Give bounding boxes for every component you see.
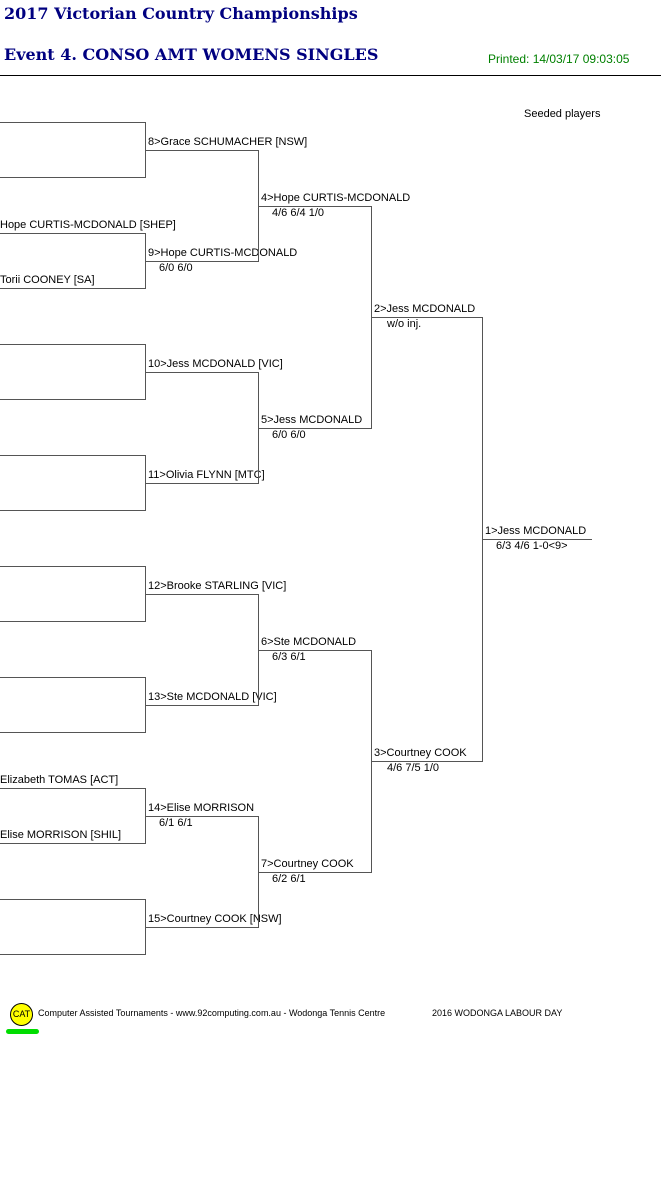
round2-line	[145, 483, 258, 484]
footer-event-name: 2016 WODONGA LABOUR DAY	[432, 1008, 563, 1018]
round1-line	[0, 177, 145, 178]
round2-line	[145, 150, 258, 151]
final-line	[482, 539, 592, 540]
footer-credit: Computer Assisted Tournaments - www.92co…	[38, 1008, 386, 1018]
seeded-players-legend: Seeded players	[524, 108, 601, 120]
round2-line	[145, 372, 258, 373]
header-divider	[0, 75, 661, 76]
round4-player: 3>Courtney COOK	[374, 747, 467, 759]
round3-score: 6/0 6/0	[272, 429, 306, 441]
round3-line	[258, 206, 371, 207]
round1-line	[0, 510, 145, 511]
round2-line	[145, 816, 258, 817]
round2-line	[145, 927, 258, 928]
round2-player: 8>Grace SCHUMACHER [NSW]	[148, 136, 308, 148]
round1-line	[0, 455, 145, 456]
winner-player: 1>Jess MCDONALD	[485, 525, 587, 537]
winner-score: 6/3 4/6 1-0<9>	[496, 540, 568, 552]
round3-score: 4/6 6/4 1/0	[272, 207, 324, 219]
round2-line	[145, 705, 258, 706]
round3-player: 4>Hope CURTIS-MCDONALD	[261, 192, 411, 204]
printed-timestamp: Printed: 14/03/17 09:03:05	[488, 52, 630, 66]
round4-line	[371, 761, 482, 762]
round1-line	[0, 788, 145, 789]
round3-line	[258, 650, 371, 651]
entry-name: Elizabeth TOMAS [ACT]	[0, 774, 119, 786]
round3-score: 6/3 6/1	[272, 651, 306, 663]
round1-line	[0, 566, 145, 567]
entry-name: Hope CURTIS-MCDONALD [SHEP]	[0, 219, 176, 231]
round1-line	[0, 899, 145, 900]
round2-player: 9>Hope CURTIS-MCDONALD	[148, 247, 298, 259]
round2-score: 6/0 6/0	[159, 262, 193, 274]
entry-name: Elise MORRISON [SHIL]	[0, 829, 122, 841]
round3-line	[258, 872, 371, 873]
entry-name: Torii COONEY [SA]	[0, 274, 95, 286]
round3-score: 6/2 6/1	[272, 873, 306, 885]
round1-line	[0, 732, 145, 733]
round2-player: 12>Brooke STARLING [VIC]	[148, 580, 287, 592]
round4-player: 2>Jess MCDONALD	[374, 303, 476, 315]
round1-line	[0, 344, 145, 345]
round1-line	[0, 399, 145, 400]
round3-player: 7>Courtney COOK	[261, 858, 354, 870]
round1-line	[0, 954, 145, 955]
round1-line	[0, 621, 145, 622]
round1-line	[0, 677, 145, 678]
round3-line	[258, 428, 371, 429]
round1-line	[0, 122, 145, 123]
round4-line	[371, 317, 482, 318]
round4-score: 4/6 7/5 1/0	[387, 762, 439, 774]
round4-score: w/o inj.	[387, 318, 422, 330]
round1-line	[0, 233, 145, 234]
round1-line	[0, 288, 145, 289]
round3-player: 6>Ste MCDONALD	[261, 636, 357, 648]
cat-logo: CAT	[10, 1003, 33, 1026]
round2-player: 11>Olivia FLYNN [MTC]	[148, 469, 265, 481]
round2-score: 6/1 6/1	[159, 817, 193, 829]
round1-line	[0, 843, 145, 844]
tournament-title: 2017 Victorian Country Championships	[4, 4, 358, 23]
round2-player: 10>Jess MCDONALD [VIC]	[148, 358, 283, 370]
cat-logo-underline	[6, 1029, 39, 1034]
round2-player: 13>Ste MCDONALD [VIC]	[148, 691, 277, 703]
round2-player: 14>Elise MORRISON	[148, 802, 255, 814]
round3-player: 5>Jess MCDONALD	[261, 414, 363, 426]
event-title: Event 4. CONSO AMT WOMENS SINGLES	[4, 45, 379, 64]
round2-line	[145, 594, 258, 595]
round2-player: 15>Courtney COOK [NSW]	[148, 913, 282, 925]
round2-line	[145, 261, 258, 262]
